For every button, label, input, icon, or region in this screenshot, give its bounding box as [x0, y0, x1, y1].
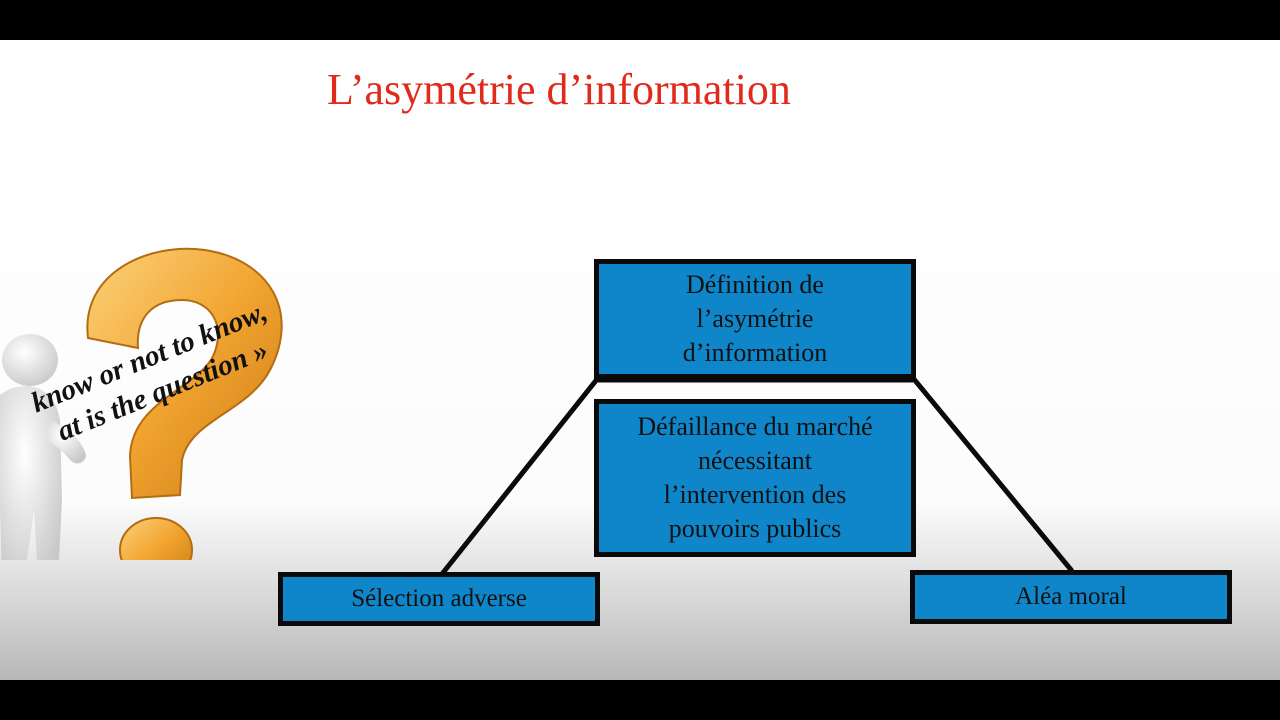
connector-right	[911, 376, 1074, 573]
question-mark-icon	[86, 247, 283, 500]
box-market-failure-line-1: Défaillance du marché	[637, 412, 873, 441]
box-definition: Définition de l’asymétrie d’information	[594, 259, 916, 379]
box-moral-hazard: Aléa moral	[910, 570, 1232, 624]
box-adverse-selection-label: Sélection adverse	[351, 585, 527, 612]
slide-title: L’asymétrie d’information	[327, 65, 791, 114]
box-market-failure: Défaillance du marché nécessitant l’inte…	[594, 399, 916, 557]
box-adverse-selection: Sélection adverse	[278, 572, 600, 626]
diagram-connectors	[440, 376, 1074, 576]
box-definition-line-2: l’asymétrie	[696, 304, 814, 333]
question-mark-illustration	[0, 247, 283, 560]
question-mark-dot-icon	[119, 517, 193, 560]
box-definition-line-1: Définition de	[686, 270, 824, 299]
box-market-failure-line-3: l’intervention des	[663, 480, 847, 509]
box-market-failure-line-4: pouvoirs publics	[668, 514, 842, 543]
figure-arm-icon	[46, 420, 86, 464]
box-moral-hazard-label: Aléa moral	[1015, 583, 1127, 610]
figure-head-icon	[2, 334, 58, 386]
box-definition-line-3: d’information	[682, 338, 828, 367]
presentation-slide: L’asymétrie d’information	[0, 40, 1280, 680]
connector-left	[440, 376, 600, 576]
box-market-failure-line-2: nécessitant	[697, 446, 813, 475]
figure-body-icon	[0, 386, 62, 560]
